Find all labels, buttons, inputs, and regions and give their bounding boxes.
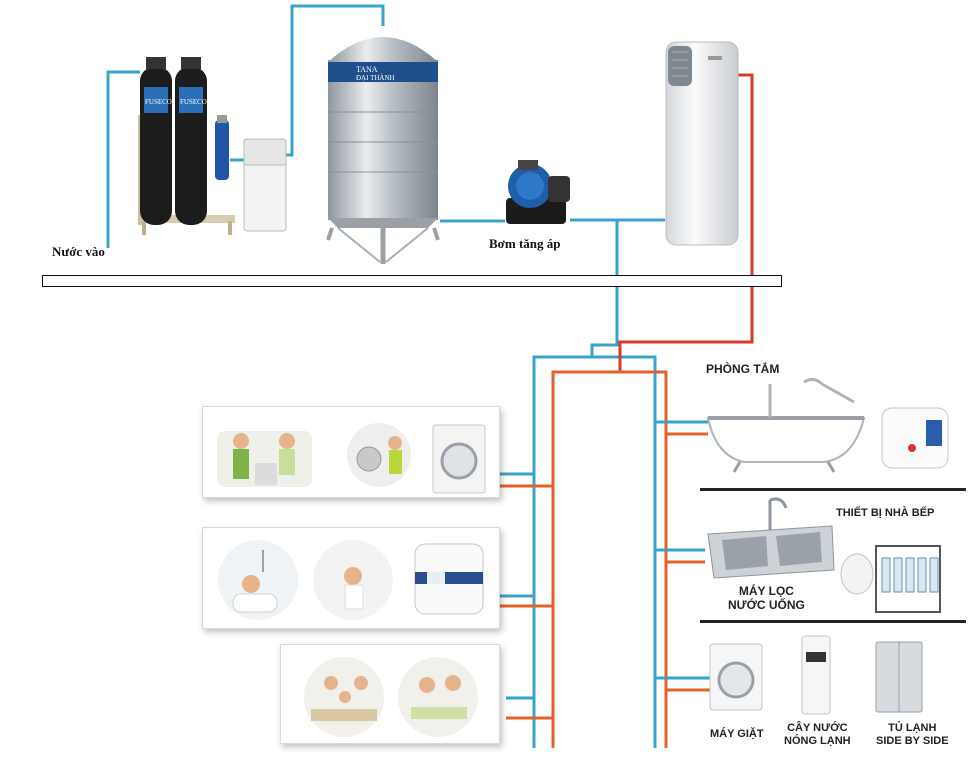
heat-pump-water-heater (665, 41, 739, 246)
fridge-caption: TỦ LẠNH SIDE BY SIDE (876, 722, 949, 748)
softener-to-tank-pipe (285, 4, 385, 157)
kitchen-fixtures-image (707, 497, 941, 613)
kitchen-family-scene-image (304, 657, 478, 737)
dispenser-caption: CÂY NƯỚC NÓNG LẠNH (784, 722, 851, 748)
filter-brand-right: FUSECO (180, 98, 207, 106)
stainless-water-tank: TANA ĐẠI THÀNH (326, 37, 440, 264)
fridge-caption-line1: TỦ LẠNH (888, 722, 937, 734)
pump-down-pipe (532, 220, 619, 748)
panel-kitchen-family (280, 644, 500, 744)
dispenser-caption-line1: CÂY NƯỚC (787, 722, 848, 734)
hot-main-left (551, 370, 620, 748)
softener-cabinet (243, 138, 287, 232)
inlet-pipe (106, 70, 140, 248)
laundry-scene-image (217, 423, 486, 494)
bathroom-fixtures-image (706, 377, 949, 473)
tank-brand-line2: ĐẠI THÀNH (356, 74, 395, 82)
panel-laundry-room (202, 406, 500, 498)
washer-caption: MÁY GIẶT (710, 728, 764, 740)
cold-main-right (592, 355, 657, 748)
purifier-title-line1: MÁY LỌC (738, 584, 794, 598)
fridge-caption-line2: SIDE BY SIDE (876, 735, 949, 747)
divider-bathroom-kitchen (700, 488, 966, 491)
filter-system: FUSECO FUSECO (138, 57, 235, 235)
divider-kitchen-appliances (700, 620, 966, 623)
purifier-title-line2: NƯỚC UỐNG (728, 598, 805, 612)
tank-brand-line1: TANA (356, 65, 378, 74)
heater-hot-pipe (618, 73, 754, 372)
panel-bath-heater (202, 527, 500, 629)
kitchen-title: THIẾT BỊ NHÀ BẾP (836, 507, 935, 519)
bath-heater-scene-image (218, 540, 484, 620)
booster-pump (506, 160, 570, 224)
bathroom-title: PHÒNG TẮM (706, 362, 780, 376)
appliances-image (709, 635, 923, 715)
hot-main-right (620, 370, 668, 748)
dispenser-caption-line2: NÓNG LẠNH (784, 735, 851, 747)
purifier-title: MÁY LỌC NƯỚC UỐNG (728, 584, 805, 612)
water-in-label: Nước vào (52, 244, 105, 259)
floor-slab (42, 275, 782, 287)
filter-brand-left: FUSECO (145, 98, 172, 106)
booster-pump-label: Bơm tăng áp (489, 236, 561, 251)
